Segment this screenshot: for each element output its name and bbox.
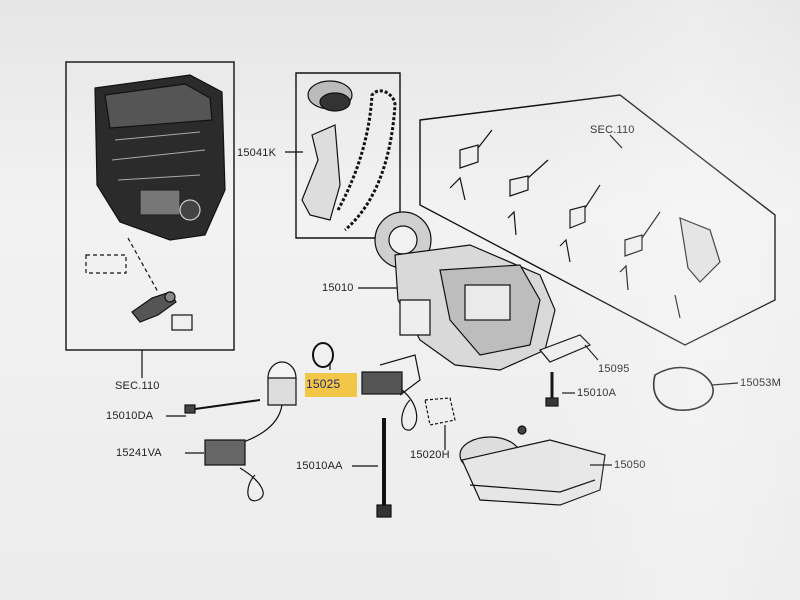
- label-15041k[interactable]: 15041K: [237, 147, 277, 159]
- timing-chain-drawing: [301, 80, 397, 232]
- label-15095[interactable]: 15095: [598, 363, 630, 375]
- sec110-callout-box: [419, 94, 776, 346]
- crank-sensor-drawing: [204, 361, 297, 502]
- o-ring-15025-drawing: [312, 342, 334, 368]
- label-15010aa[interactable]: 15010AA: [296, 460, 343, 472]
- label-15053m[interactable]: 15053M: [740, 377, 781, 389]
- bracket-15095-drawing: [538, 334, 592, 363]
- label-15020h[interactable]: 15020H: [410, 449, 450, 461]
- label-15025[interactable]: 15025: [306, 377, 341, 391]
- label-sec110-top[interactable]: SEC.110: [590, 124, 635, 136]
- label-15010a[interactable]: 15010A: [577, 387, 617, 399]
- label-15010[interactable]: 15010: [322, 282, 354, 294]
- gasket-15053m-drawing: [653, 366, 714, 411]
- bolt-15010aa-drawing: [376, 418, 392, 518]
- cam-sensor-drawing: [361, 354, 421, 431]
- label-sec110-left[interactable]: SEC.110: [115, 380, 160, 392]
- gasket-15020h-drawing: [424, 397, 456, 426]
- sensor-info-box: [171, 314, 193, 331]
- label-15241va[interactable]: 15241VA: [116, 447, 162, 459]
- sensor-dashed-box: [85, 254, 127, 274]
- chain-callout-box: [295, 72, 401, 239]
- sensor-group-drawing: [449, 129, 721, 319]
- oil-strainer-15050-drawing: [459, 425, 606, 506]
- label-15010da[interactable]: 15010DA: [106, 410, 154, 422]
- bolt-15010a-drawing: [545, 372, 559, 407]
- part-number-highlight: [305, 373, 357, 397]
- bolt-15010da-drawing: [184, 399, 261, 414]
- oil-pressure-sensor-drawing: [131, 291, 177, 323]
- engine-callout-box: [65, 61, 235, 351]
- engine-block-drawing: [94, 74, 226, 241]
- label-15050[interactable]: 15050: [614, 459, 646, 471]
- oil-pump-drawing: [374, 211, 556, 371]
